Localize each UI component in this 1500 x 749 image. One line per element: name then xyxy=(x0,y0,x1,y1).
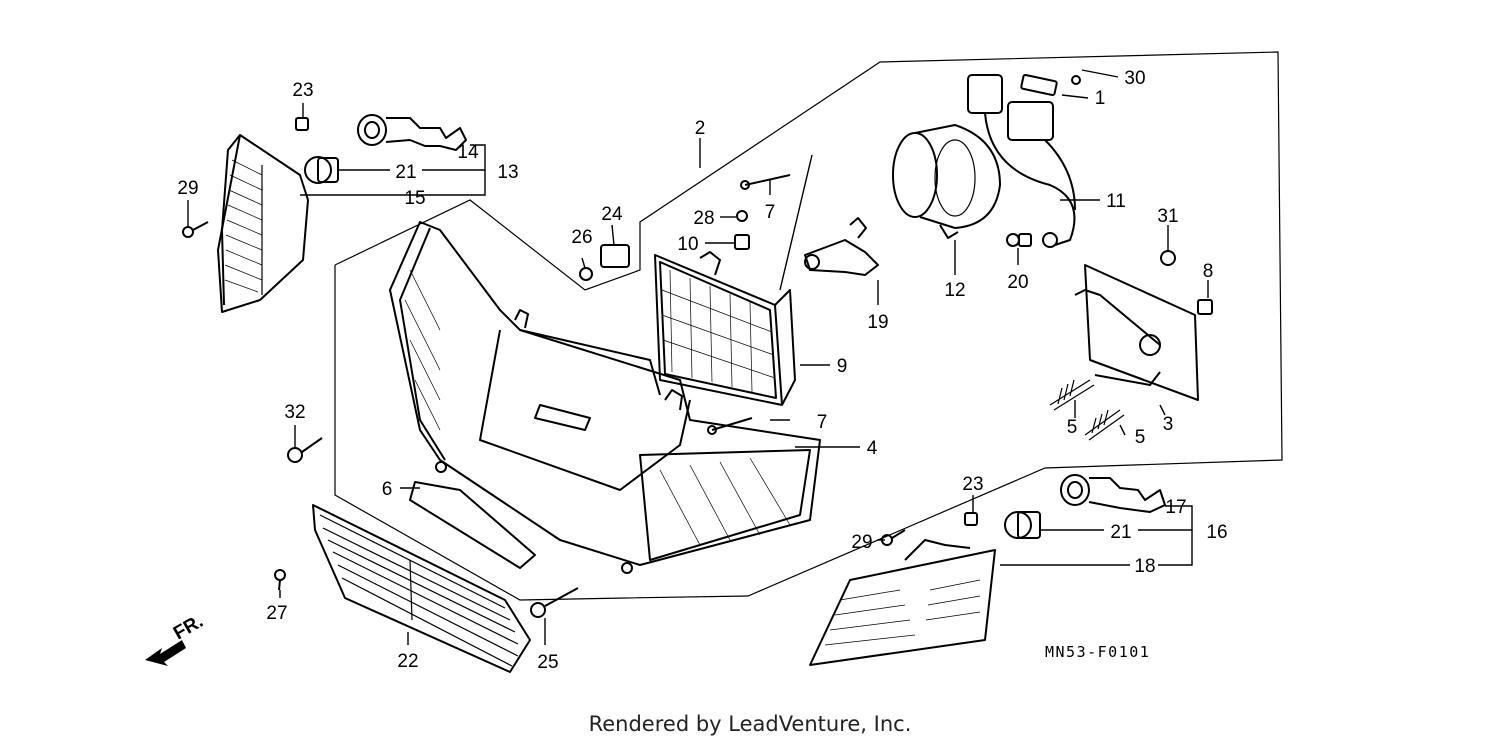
callout-labels: 23 29 21 14 13 15 2 24 26 28 10 7 19 9 7… xyxy=(170,68,1228,673)
callout-17: 17 xyxy=(1165,497,1186,518)
callout-5-b: 5 xyxy=(1135,427,1146,448)
callout-6: 6 xyxy=(382,479,393,500)
callout-21-right: 21 xyxy=(1110,522,1131,543)
callout-25: 25 xyxy=(537,652,558,673)
washer-26 xyxy=(579,267,593,281)
callout-32: 32 xyxy=(284,402,305,423)
headlight-bracket xyxy=(1074,264,1199,401)
right-bulb-21 xyxy=(1004,511,1041,539)
callout-26: 26 xyxy=(571,227,592,248)
right-socket-17 xyxy=(1060,474,1166,513)
headlight-unit xyxy=(654,251,796,406)
socket-cover xyxy=(892,124,1001,239)
nut-8 xyxy=(1197,299,1213,315)
callout-22: 22 xyxy=(397,651,418,672)
callout-15: 15 xyxy=(404,188,425,209)
screw-27 xyxy=(274,569,286,591)
callout-27: 27 xyxy=(266,603,287,624)
callout-28: 28 xyxy=(693,208,714,229)
bulb-19 xyxy=(804,217,879,276)
bolt-23-right xyxy=(964,512,978,526)
callout-10: 10 xyxy=(677,234,698,255)
leader-lines xyxy=(187,69,1209,645)
callout-11: 11 xyxy=(1106,191,1126,212)
callout-20: 20 xyxy=(1007,272,1028,293)
callout-29-right: 29 xyxy=(851,532,872,553)
clip-24 xyxy=(600,244,630,268)
callout-31: 31 xyxy=(1157,206,1178,227)
front-grille-22 xyxy=(312,504,531,673)
callout-5-a: 5 xyxy=(1067,417,1078,438)
callout-9: 9 xyxy=(837,356,848,377)
screw-29-right xyxy=(881,529,906,546)
right-turn-signal-lens xyxy=(809,539,996,666)
callout-4: 4 xyxy=(867,438,878,459)
callout-23-right: 23 xyxy=(962,474,983,495)
bolt-23-left xyxy=(295,117,309,131)
footer-credit: Rendered by LeadVenture, Inc. xyxy=(588,712,912,736)
callout-8: 8 xyxy=(1203,261,1214,282)
screw-30 xyxy=(1071,75,1081,85)
left-turn-signal-lens xyxy=(217,134,309,313)
callout-3: 3 xyxy=(1163,414,1174,435)
callout-2: 2 xyxy=(695,118,706,139)
bulb-20 xyxy=(1006,233,1032,247)
assembly-outline xyxy=(334,51,1283,601)
callout-18: 18 xyxy=(1134,556,1155,577)
callout-24: 24 xyxy=(601,204,623,225)
bolt-25 xyxy=(530,587,579,618)
callout-16: 16 xyxy=(1206,522,1227,543)
diagram-code: MN53-F0101 xyxy=(1045,643,1150,661)
screw-28 xyxy=(736,210,748,222)
screw-7-upper xyxy=(740,174,791,190)
callout-1: 1 xyxy=(1095,88,1106,109)
wire-harness xyxy=(967,74,1076,248)
nut-10 xyxy=(734,234,750,250)
visor-6 xyxy=(409,481,536,569)
callout-7-lower: 7 xyxy=(817,412,828,433)
callout-21-left: 21 xyxy=(395,162,416,183)
callout-23-left: 23 xyxy=(292,80,313,101)
callout-13: 13 xyxy=(497,162,518,183)
screw-7-lower xyxy=(707,417,753,435)
direction-label: FR. xyxy=(170,611,207,644)
relay-1 xyxy=(1020,73,1058,97)
callout-12: 12 xyxy=(944,280,965,301)
headlight-housing xyxy=(389,221,821,574)
nut-31 xyxy=(1160,250,1176,266)
callout-7-upper: 7 xyxy=(765,202,776,223)
bolt-32 xyxy=(287,437,323,463)
screw-29-left xyxy=(182,221,209,238)
callout-30: 30 xyxy=(1124,68,1145,89)
front-direction-arrow-icon xyxy=(145,640,186,666)
left-bulb-21 xyxy=(304,156,339,184)
left-socket-14 xyxy=(357,114,467,151)
spring-5-b xyxy=(1084,409,1125,441)
callout-14: 14 xyxy=(457,142,479,163)
callout-29-left: 29 xyxy=(177,178,198,199)
callout-19: 19 xyxy=(867,312,888,333)
spring-5-a xyxy=(1049,379,1095,411)
